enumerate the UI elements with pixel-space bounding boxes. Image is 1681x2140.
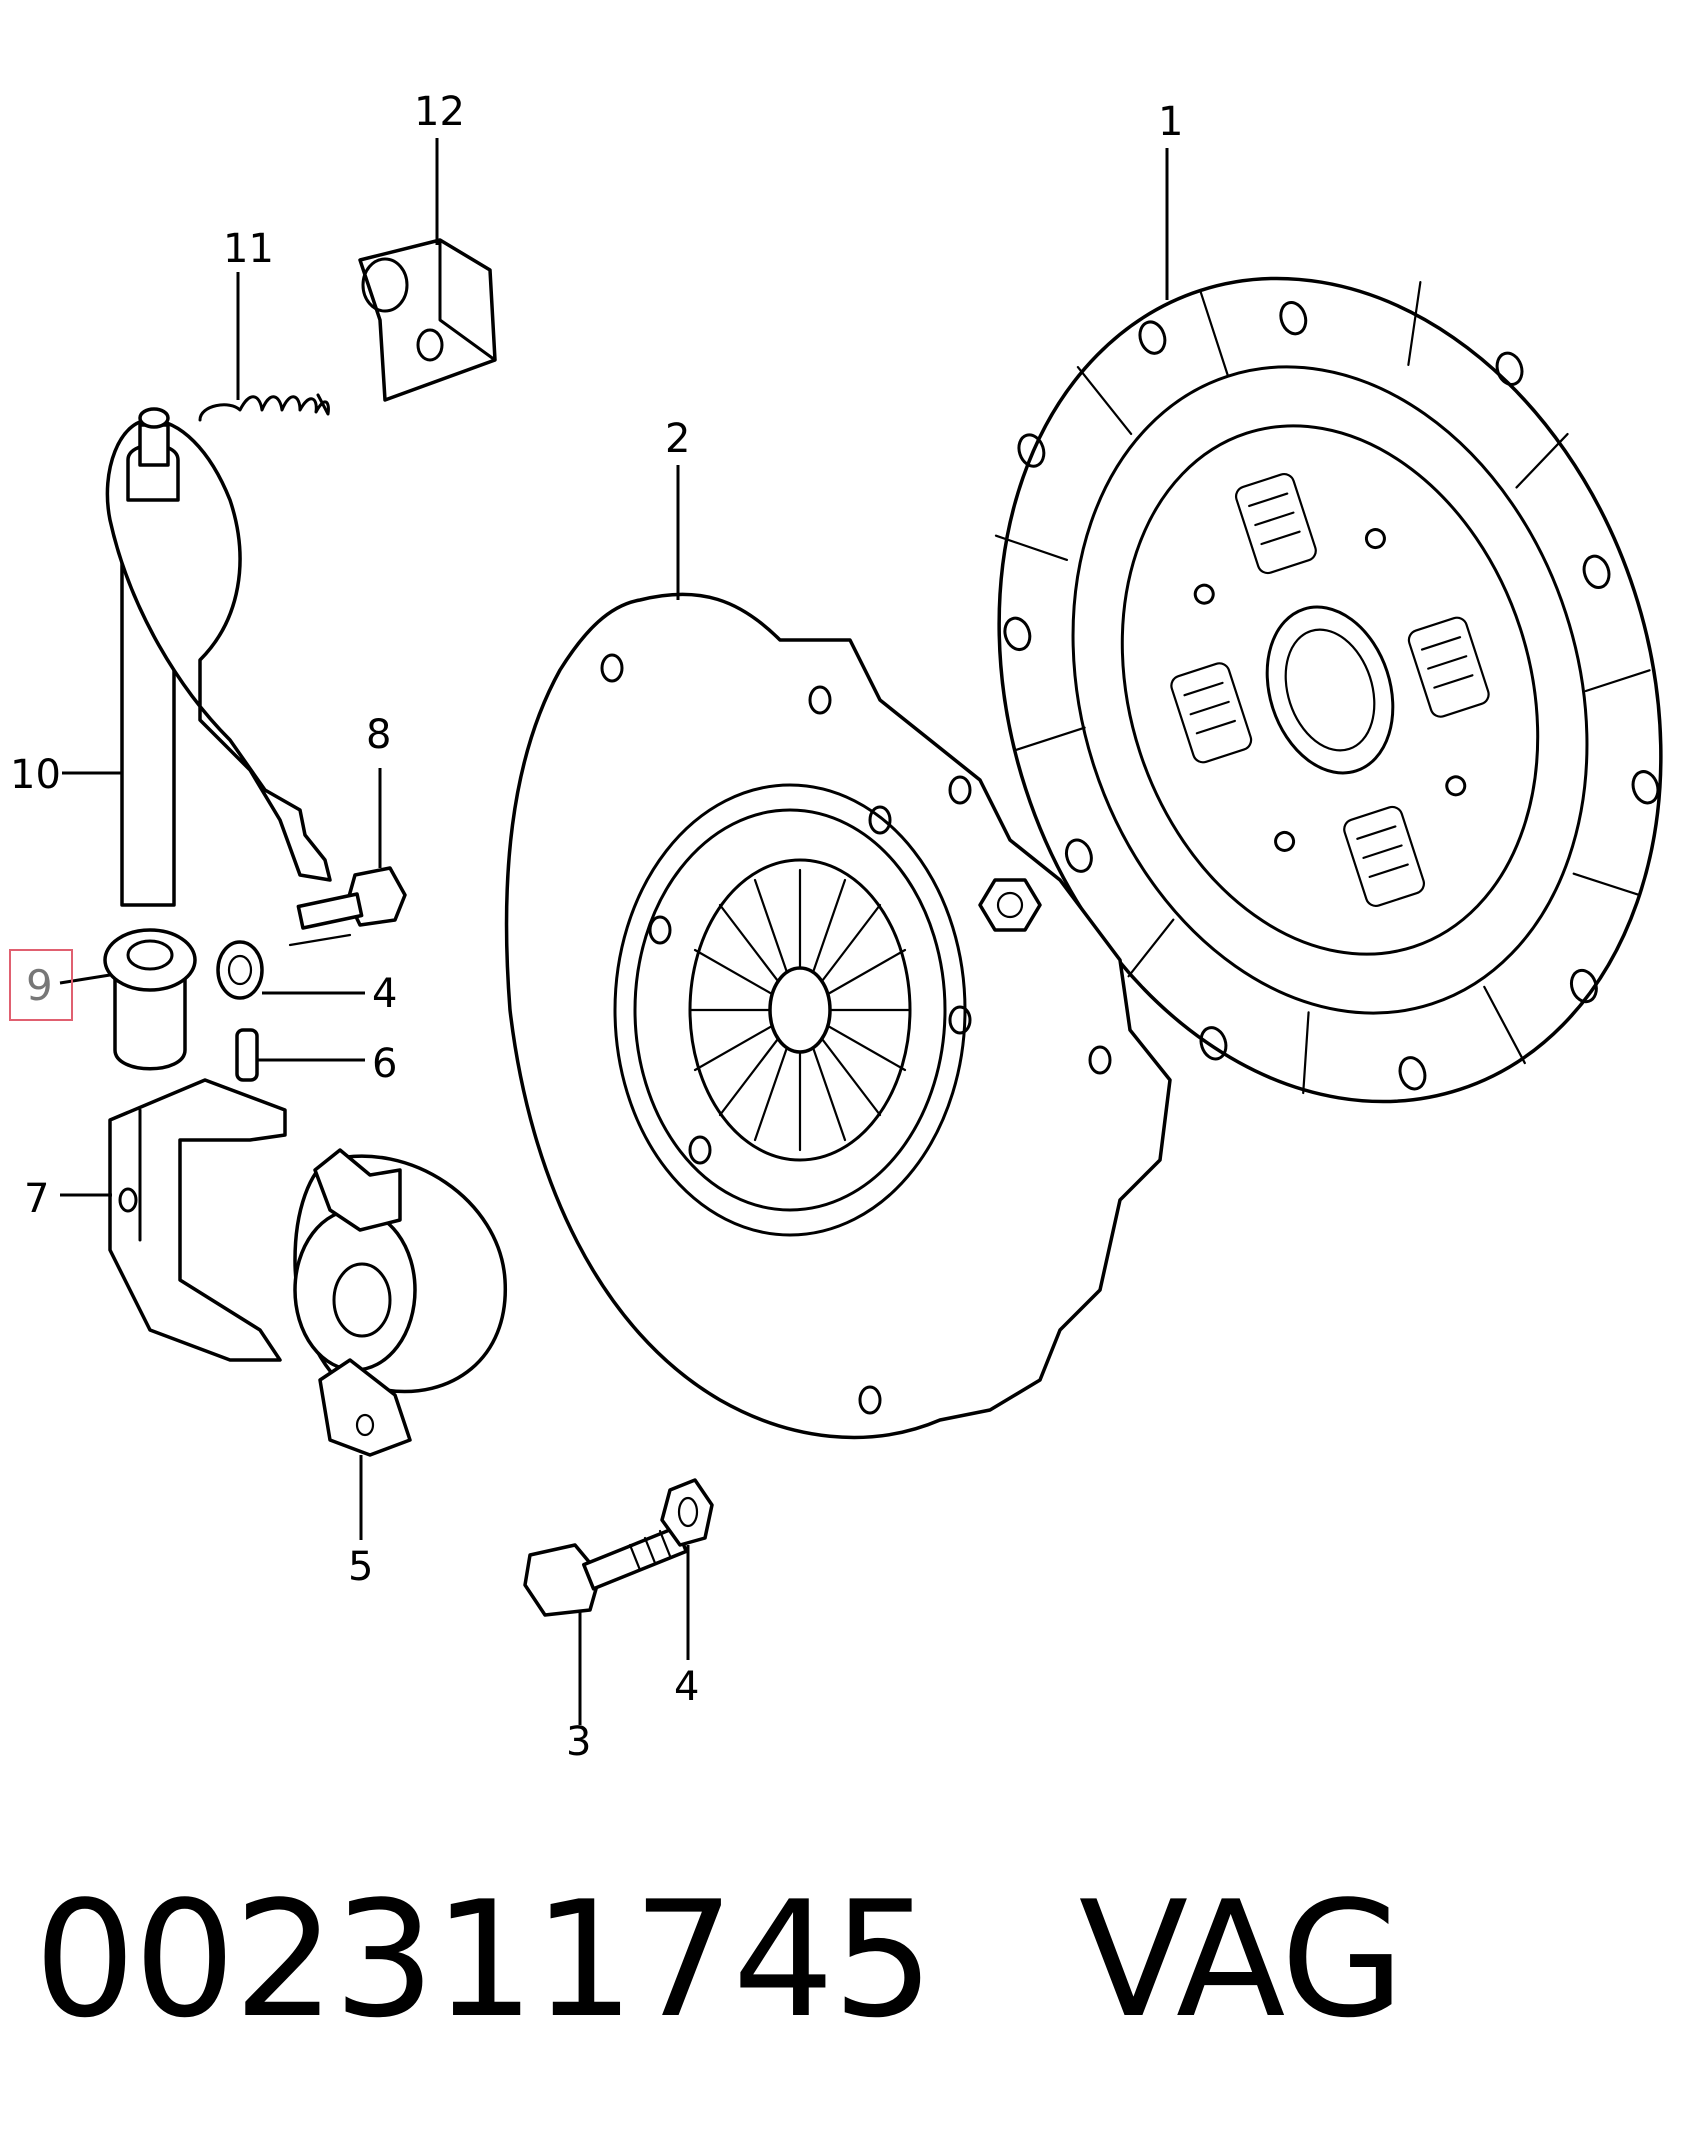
callout-9-highlight-box	[9, 949, 73, 1021]
callout-4-upper: 4	[372, 971, 397, 1017]
callout-11: 11	[223, 226, 274, 272]
bushing-part-9	[103, 928, 197, 1071]
callout-8: 8	[366, 712, 391, 758]
nut-part-4-upper	[216, 940, 264, 1000]
callout-1: 1	[1158, 99, 1183, 145]
bracket-part-12	[358, 238, 497, 402]
callout-10: 10	[10, 752, 61, 798]
part-number: 002311745	[34, 1866, 934, 2053]
bolt-part-8	[288, 866, 407, 947]
callout-5: 5	[348, 1544, 373, 1590]
callout-2: 2	[665, 416, 690, 462]
release-fork-part-10	[105, 407, 332, 907]
brand-name: VAG	[1078, 1866, 1405, 2053]
clip-part-7	[108, 1078, 287, 1362]
callout-9: 9	[26, 961, 53, 1010]
callout-6: 6	[372, 1041, 397, 1087]
part-number-footer: 002311745 VAG	[34, 1880, 1405, 2040]
callout-12: 12	[414, 89, 465, 135]
callout-labels: 1 2 3 4 4 5 6 7 8 9 10 11 12	[9, 89, 1183, 1765]
clutch-disc-part-1	[994, 276, 1663, 1104]
bolt-part-3	[523, 1525, 688, 1617]
spring-part-11	[198, 393, 330, 422]
release-bearing-part-5	[293, 1148, 507, 1457]
pin-part-6	[235, 1028, 259, 1082]
leader-lines	[59, 138, 1169, 1725]
callout-3: 3	[566, 1719, 591, 1765]
callout-7: 7	[24, 1176, 49, 1222]
pressure-plate-part-2	[504, 592, 1172, 1440]
callout-4-lower: 4	[674, 1664, 699, 1710]
nut-part-4-lower	[660, 1478, 714, 1547]
